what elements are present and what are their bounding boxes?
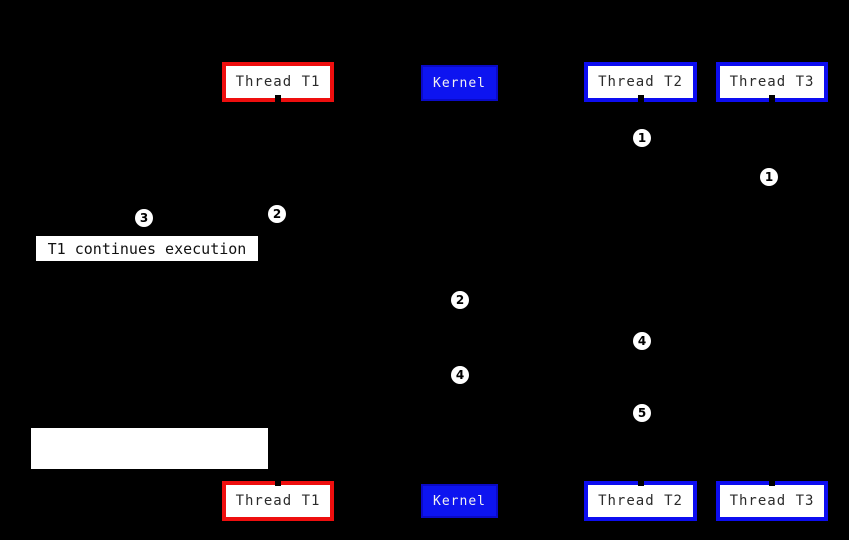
step-marker-2-kernel: 2	[451, 291, 469, 309]
actor-thread-t2-bottom-label: Thread T2	[598, 493, 683, 509]
step-marker-number: 3	[139, 211, 149, 225]
lifeline-stub-t1-bottom	[275, 479, 281, 486]
actor-thread-t1-top-label: Thread T1	[235, 74, 321, 90]
actor-thread-t2-bottom: Thread T2	[584, 481, 697, 521]
step-marker-1-t3: 1	[760, 168, 778, 186]
lifeline-stub-t1-top	[275, 95, 281, 102]
note-text: T1 continues execution	[47, 239, 247, 258]
actor-thread-t2-top-label: Thread T2	[598, 74, 683, 90]
lifeline-stub-t2-top	[638, 95, 644, 102]
actor-kernel-bottom: Kernel	[421, 484, 498, 518]
note-t1-continues-execution: T1 continues execution	[36, 236, 258, 261]
step-marker-number: 4	[637, 334, 647, 348]
step-marker-number: 1	[764, 170, 774, 184]
actor-thread-t1-bottom: Thread T1	[222, 481, 334, 521]
actor-thread-t3-bottom-label: Thread T3	[729, 493, 815, 509]
step-marker-number: 1	[637, 131, 647, 145]
step-marker-number: 2	[455, 293, 465, 307]
actor-kernel-top-label: Kernel	[433, 75, 486, 91]
lifeline-stub-t3-top	[769, 95, 775, 102]
actor-kernel-top: Kernel	[421, 65, 498, 101]
actor-kernel-bottom-label: Kernel	[433, 493, 486, 509]
note-blank-label	[31, 428, 268, 469]
step-marker-number: 4	[455, 368, 465, 382]
actor-thread-t3-top-label: Thread T3	[729, 74, 815, 90]
step-marker-1-t2: 1	[633, 129, 651, 147]
actor-thread-t3-bottom: Thread T3	[716, 481, 828, 521]
step-marker-number: 2	[272, 207, 282, 221]
step-marker-5-t2: 5	[633, 404, 651, 422]
actor-thread-t1-bottom-label: Thread T1	[235, 493, 321, 509]
step-marker-4-kernel: 4	[451, 366, 469, 384]
lifeline-stub-t3-bottom	[769, 479, 775, 486]
step-marker-4-t2: 4	[633, 332, 651, 350]
step-marker-2-t1: 2	[268, 205, 286, 223]
step-marker-3-left: 3	[135, 209, 153, 227]
lifeline-stub-t2-bottom	[638, 479, 644, 486]
step-marker-number: 5	[637, 406, 647, 420]
